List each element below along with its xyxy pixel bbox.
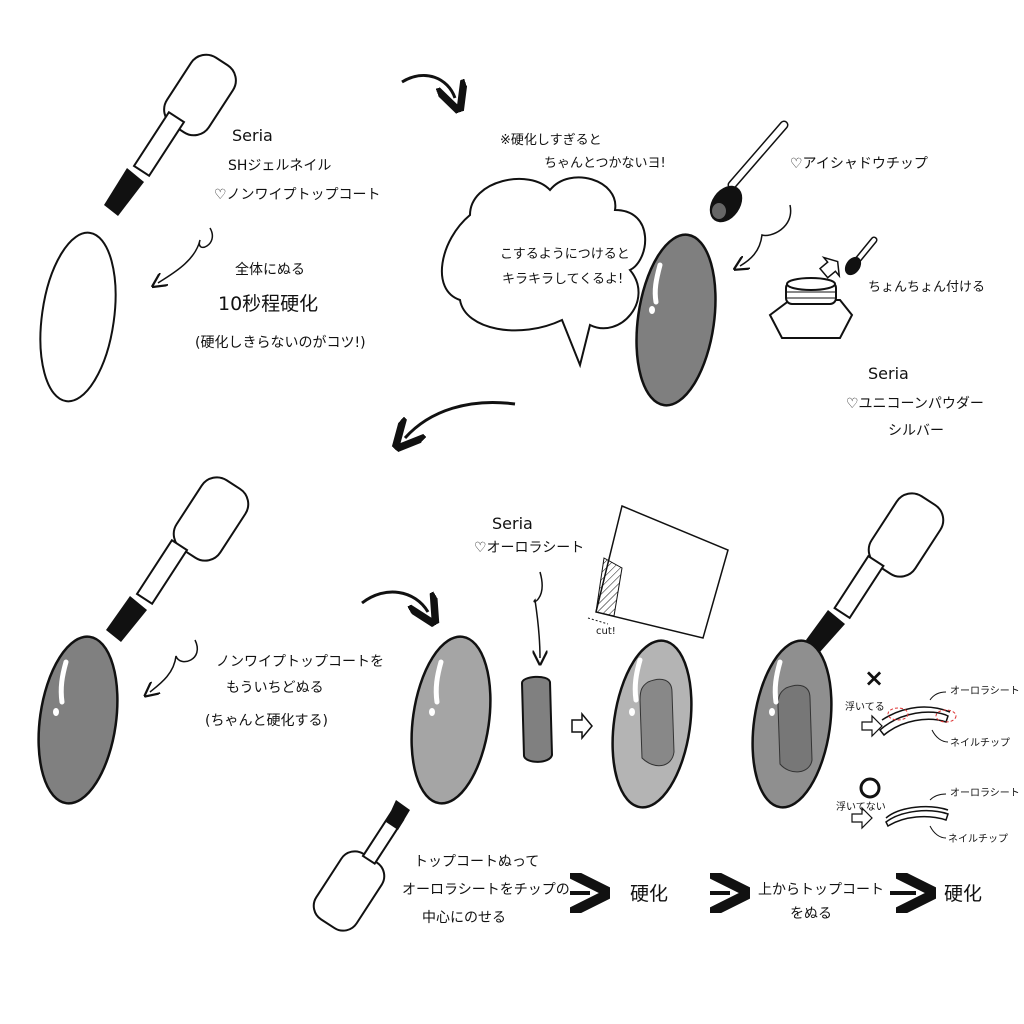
step3-tip: (ちゃんと硬化する) xyxy=(205,713,328,729)
brush-icon-bottom xyxy=(312,800,410,932)
nail-tip-step2 xyxy=(635,233,717,407)
step2-warning-2: ちゃんとつかないヨ! xyxy=(544,156,666,171)
cut-label: cut! xyxy=(596,626,616,637)
bad-mark: × xyxy=(864,664,885,692)
down-arrow-sheet xyxy=(534,571,542,658)
brush-icon-step1 xyxy=(104,53,237,216)
bubble-text-2: キラキラしてくるよ! xyxy=(502,272,624,287)
bubble-text-1: こするようにつけると xyxy=(500,247,630,262)
bottom-instruction-2: オーロラシートをチップの xyxy=(402,882,570,898)
aurora-sheet-icon xyxy=(587,504,729,639)
brand-seria-3: Seria xyxy=(492,514,533,533)
step2-warning: ※硬化しすぎると xyxy=(500,133,602,148)
powder-label-1: ♡ユニコーンパウダー xyxy=(846,396,984,412)
step-arrow-2-3 xyxy=(405,400,516,438)
tip-note-1: ネイルチップ xyxy=(950,738,1010,749)
bad-diagram xyxy=(861,691,957,743)
aurora-note-1: オーロラシート xyxy=(950,686,1020,697)
powder-jar-icon xyxy=(768,277,854,339)
curly-arrow-step3 xyxy=(150,639,198,692)
powder-label-2: シルバー xyxy=(888,423,944,439)
topcoat-again-1: 上からトップコート xyxy=(758,882,884,898)
step-arrow-3-4 xyxy=(361,590,428,612)
bottom-instruction-3: 中心にのせる xyxy=(422,910,506,926)
not-lifted-label: 浮いてない xyxy=(836,802,886,813)
eyeshadow-tip-icon xyxy=(709,120,789,223)
eyeshadow-tip-label: ♡アイシャドウチップ xyxy=(790,156,928,172)
brush-icon-step4-top xyxy=(806,492,945,652)
small-tip-icon xyxy=(844,236,878,276)
brand-seria-1: Seria xyxy=(232,126,273,145)
cure-label-1: 硬化 xyxy=(630,883,669,905)
topcoat-label: ♡ノンワイプトップコート xyxy=(214,187,381,203)
hollow-arrow-icon xyxy=(818,256,841,279)
curly-arrow-step1 xyxy=(158,227,213,283)
step1-instruction-2: 10秒程硬化 xyxy=(218,293,319,315)
cure-label-2: 硬化 xyxy=(944,883,983,905)
step3-instruction-2: もういちどぬる xyxy=(226,680,324,696)
lifted-label: 浮いてる xyxy=(845,702,885,713)
dab-label: ちょんちょん付ける xyxy=(868,280,986,295)
good-diagram xyxy=(851,777,949,839)
aurora-sheet-label: ♡オーロラシート xyxy=(474,540,585,556)
tip-note-2: ネイルチップ xyxy=(948,834,1008,845)
curly-arrow-step2 xyxy=(740,204,792,266)
nail-tip-step4a xyxy=(410,635,492,805)
brand-seria-2: Seria xyxy=(868,364,909,383)
product-name: SHジェルネイル xyxy=(228,158,332,174)
brush-icon-step3 xyxy=(106,476,250,642)
step1-instruction-1: 全体にぬる xyxy=(235,262,305,278)
bottom-instruction-1: トップコートぬって xyxy=(414,854,540,870)
hollow-arrow-icon-2 xyxy=(571,711,593,741)
topcoat-again-2: をぬる xyxy=(790,906,832,922)
step3-instruction-1: ノンワイプトップコートを xyxy=(216,654,384,670)
nail-tip-step4c xyxy=(751,639,833,809)
step-arrow-1-2 xyxy=(401,73,455,98)
aurora-sheet-piece xyxy=(520,675,554,763)
good-mark: O xyxy=(1000,778,1001,779)
aurora-note-2: オーロラシート xyxy=(950,788,1020,799)
step1-tip: (硬化しきらないのがコツ!) xyxy=(195,335,366,351)
nail-tip-step3 xyxy=(37,635,119,805)
nail-tip-step4b xyxy=(611,639,693,809)
speech-bubble xyxy=(440,176,647,369)
nail-tip-blank xyxy=(39,231,117,403)
